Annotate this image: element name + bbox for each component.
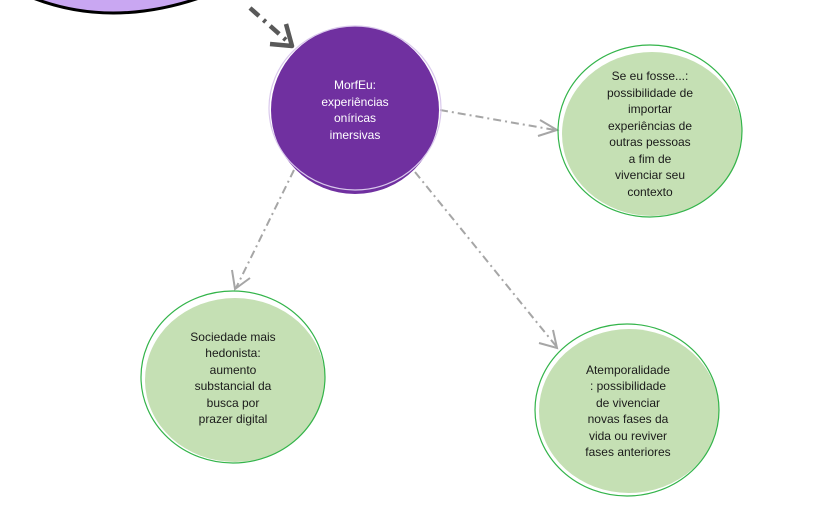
leaf-label-sociedade-hedonista: Sociedade mais hedonista: aumento substa… xyxy=(190,329,276,427)
arrowhead-sociedade xyxy=(231,269,251,291)
connector-center-se-eu-fosse xyxy=(439,109,556,131)
arrowhead-se-eu-fosse xyxy=(537,119,560,137)
leaf-node-se-eu-fosse xyxy=(557,44,743,218)
leaf-label-atemporalidade: Atemporalidade : possibilidade de vivenc… xyxy=(585,362,671,460)
connector-center-atemporalidade xyxy=(414,171,557,347)
center-node xyxy=(268,25,442,194)
center-node-label: MorfEu: experiências oníricas imersivas xyxy=(321,78,389,142)
leaf-node-sociedade-hedonista xyxy=(140,290,326,464)
partial-parent-node xyxy=(34,0,198,15)
leaf-label-se-eu-fosse: Se eu fosse...: possibilidade de importa… xyxy=(606,69,694,199)
arrowhead-atemporalidade xyxy=(538,329,559,350)
connector-parent-center xyxy=(248,6,288,42)
connector-center-sociedade xyxy=(235,169,295,289)
leaf-node-atemporalidade xyxy=(534,323,720,497)
arrowhead-parent-center xyxy=(269,23,295,49)
